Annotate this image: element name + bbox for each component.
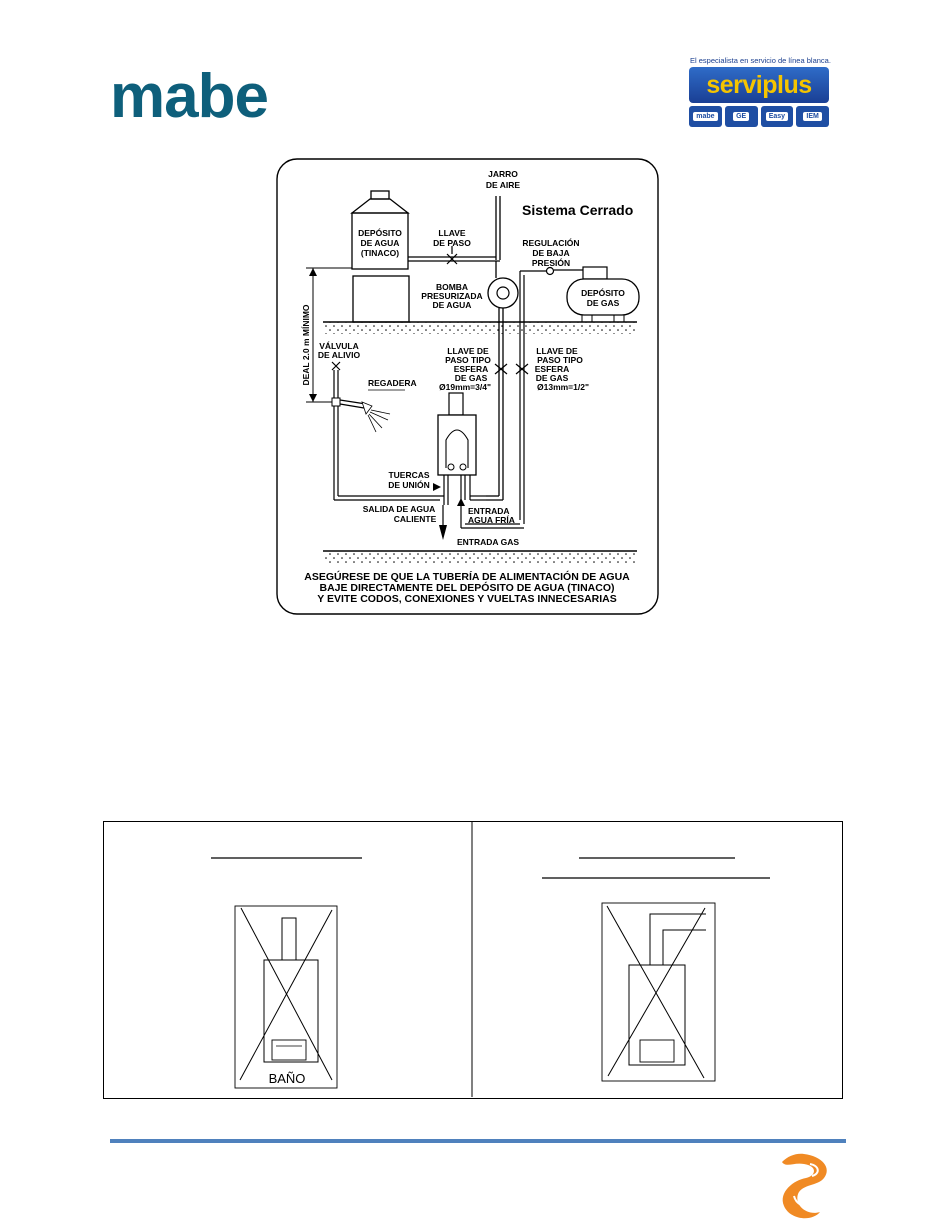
valve-label-2: DE PASO bbox=[433, 238, 471, 248]
union-label-1: TUERCAS bbox=[388, 470, 429, 480]
incorrect-installation-panels bbox=[103, 821, 843, 1099]
hot-water-label-1: SALIDA DE AGUA bbox=[363, 504, 436, 514]
tank-label-1: DEPÓSITO bbox=[358, 227, 402, 238]
regulator-label-3: PRESIÓN bbox=[532, 257, 570, 268]
ball-valve-water-label-2: PASO TIPO bbox=[445, 355, 491, 365]
bathroom-label: BAÑO bbox=[269, 1071, 306, 1086]
pump-label-1: BOMBA bbox=[436, 282, 468, 292]
ball-valve-gas-label-1: LLAVE DE bbox=[536, 346, 578, 356]
cold-water-label-1: ENTRADA bbox=[468, 506, 510, 516]
ground-upper bbox=[323, 322, 637, 334]
ball-valve-gas-label-3: ESFERA bbox=[535, 364, 569, 374]
gas-tank bbox=[566, 278, 640, 316]
tank-label-2: DE AGUA bbox=[361, 238, 400, 248]
valve-label-1: LLAVE bbox=[438, 228, 466, 238]
union-label-2: DE UNIÓN bbox=[388, 479, 430, 490]
pump-label-3: DE AGUA bbox=[433, 300, 472, 310]
ball-valve-gas-label-4: DE GAS bbox=[536, 373, 569, 383]
tank-label-3: (TINACO) bbox=[361, 248, 399, 258]
title: Sistema Cerrado bbox=[522, 202, 633, 218]
ball-valve-water-label-1: LLAVE DE bbox=[447, 346, 489, 356]
pump-label-2: PRESURIZADA bbox=[421, 291, 482, 301]
installation-diagram: DEPÓSITO DE AGUA (TINACO) JARRO DE AIRE … bbox=[276, 158, 659, 615]
air-jar-label-1: JARRO bbox=[488, 169, 518, 179]
hot-water-label-2: CALIENTE bbox=[394, 514, 437, 524]
bathroom-heater-crossed bbox=[234, 905, 338, 1089]
regulator-icon bbox=[545, 266, 555, 276]
cold-water-arrow-icon bbox=[457, 498, 465, 506]
warning-line-3: Y EVITE CODOS, CONEXIONES Y VUELTAS INNE… bbox=[317, 593, 617, 605]
relief-valve-icon bbox=[331, 361, 341, 371]
serviplus-logo: serviplus bbox=[689, 67, 829, 103]
gas-tank-label-1: DEPÓSITO bbox=[581, 287, 625, 298]
cold-water-label-2: AGUA FRÍA bbox=[468, 515, 515, 525]
regulator-label-2: DE BAJA bbox=[532, 248, 569, 258]
ball-valve-water-label-3: ESFERA bbox=[454, 364, 488, 374]
hot-water-arrow-icon bbox=[439, 525, 447, 540]
gas-inlet-label: ENTRADA GAS bbox=[457, 537, 519, 547]
union-nut-arrow-icon bbox=[433, 483, 441, 491]
relief-valve-label-2: DE ALIVIO bbox=[318, 350, 361, 360]
regulator-label-1: REGULACIÓN bbox=[522, 237, 579, 248]
serviplus-brand-strip: mabe GE Easy IEM bbox=[689, 106, 829, 127]
warning-line-1: ASEGÚRESE DE QUE LA TUBERÍA DE ALIMENTAC… bbox=[304, 570, 630, 583]
closed-room-heater-crossed bbox=[601, 902, 716, 1082]
ball-valve-water-icon bbox=[494, 363, 508, 375]
brand-badge-iem: IEM bbox=[796, 106, 829, 127]
brand-badge-easy: Easy bbox=[760, 106, 794, 127]
ball-valve-gas-label-5: Ø13mm=1/2" bbox=[537, 382, 589, 392]
min-height-label: DEAL 2.0 m MÍNIMO bbox=[301, 304, 311, 385]
diagram-frame bbox=[276, 158, 659, 615]
brand-badge-ge: GE bbox=[724, 106, 758, 127]
ball-valve-gas-icon bbox=[515, 363, 529, 375]
ball-valve-water-label-5: Ø19mm=3/4" bbox=[439, 382, 491, 392]
dragon-logo-icon bbox=[782, 1153, 827, 1219]
gas-tank-label-2: DE GAS bbox=[587, 298, 620, 308]
air-jar-label-2: DE AIRE bbox=[486, 180, 520, 190]
footer-rule bbox=[110, 1139, 846, 1143]
serviplus-tagline: El especialista en servicio de línea bla… bbox=[690, 56, 831, 65]
mabe-logo: mabe bbox=[110, 62, 269, 131]
shower-label: REGADERA bbox=[368, 378, 417, 388]
water-tank bbox=[350, 190, 410, 323]
water-heater bbox=[437, 414, 477, 476]
gate-valve-icon bbox=[446, 253, 458, 265]
relief-valve-label-1: VÁLVULA bbox=[319, 341, 359, 351]
ball-valve-water-label-4: DE GAS bbox=[455, 373, 488, 383]
shower-head-icon bbox=[361, 401, 391, 433]
brand-badge-mabe: mabe bbox=[689, 106, 722, 127]
ball-valve-gas-label-2: PASO TIPO bbox=[537, 355, 583, 365]
warning-line-2: BAJE DIRECTAMENTE DEL DEPÓSITO DE AGUA (… bbox=[320, 581, 615, 594]
ground-lower bbox=[323, 551, 637, 563]
